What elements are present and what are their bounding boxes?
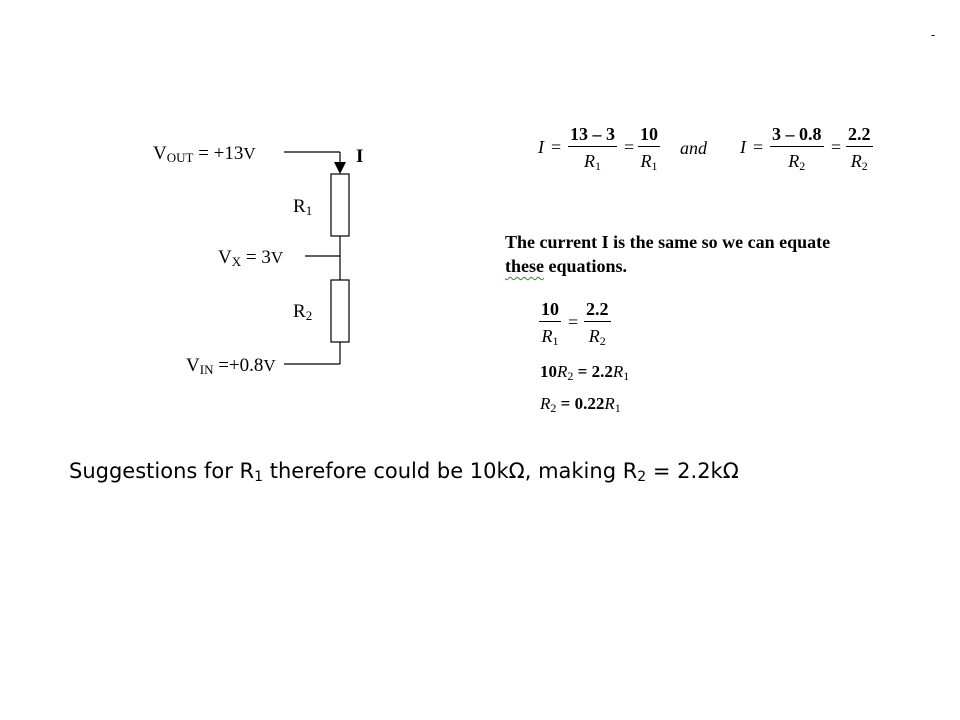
r1-label: R1 [293,196,313,218]
resistor-r1 [330,173,350,237]
and-word: and [680,138,707,158]
vout-label: VOUT = +13V [153,143,256,165]
eq1-fraction-1: 13 – 3 R1 [568,124,617,173]
spellcheck-word: these [505,256,544,276]
r2-label: R2 [293,301,313,323]
explanation-line-2: these equations. [505,256,628,276]
current-arrow-head [334,162,346,174]
eq2-equals-2: = [831,137,842,157]
conclusion-text: Suggestions for R1 therefore could be 10… [69,459,739,485]
explanation-line-1: The current I is the same so we can equa… [505,232,831,252]
eq2-fraction-1: 3 – 0.8 R2 [770,124,824,173]
eq2-equals-1: = [753,137,764,157]
eq1-fraction-2: 10 R1 [638,124,660,173]
eq2-i-symbol: I [740,137,746,157]
derivation-fraction-2: 2.2 R2 [584,299,611,348]
derivation-step-3: R2 = 0.22R1 [540,394,621,415]
resistor-r2 [330,279,350,343]
vx-label: VX = 3V [218,247,284,269]
derivation-equals: = [568,312,579,332]
corner-mark: - [931,28,936,42]
eq1-equals-1: = [551,137,562,157]
eq1-equals-2: = [624,137,635,157]
current-label: I [356,146,364,167]
explanation-text: The current I is the same so we can equa… [505,230,905,278]
derivation-step-2: 10R2 = 2.2R1 [540,362,630,383]
vin-label: VIN =+0.8V [186,355,276,377]
eq1-i-symbol: I [538,137,544,157]
derivation-fraction-1: 10 R1 [539,299,561,348]
eq2-fraction-2: 2.2 R2 [846,124,873,173]
